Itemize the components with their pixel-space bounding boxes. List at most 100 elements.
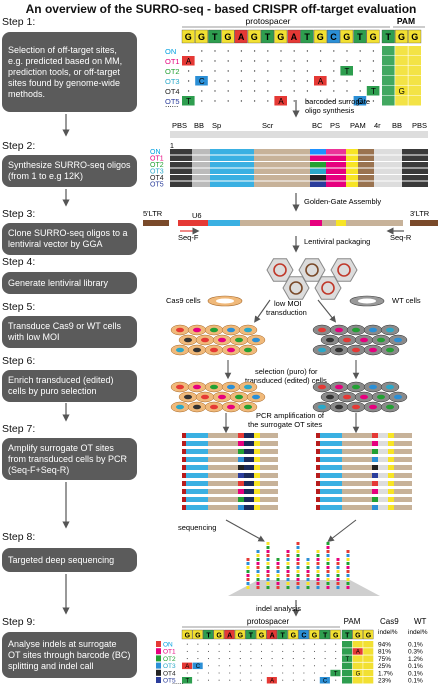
cas9-selected-nucleus [210, 384, 218, 390]
step9-base-letter: G [216, 633, 222, 640]
step1-match-dot [253, 60, 256, 62]
step2-pam [346, 149, 358, 155]
wt-amplicon-spacer [320, 481, 342, 486]
step1-pam-cell [382, 96, 395, 106]
lentivirus-genome-ring [305, 263, 319, 277]
cas9-amplicon-spacer [186, 497, 208, 502]
cas9-selected-nucleus [244, 384, 252, 390]
wt-amplicon-primer [316, 473, 320, 478]
sequencing-cluster-segment [256, 574, 260, 577]
step1-match-dot [293, 100, 295, 102]
sequencing-cluster-segment [316, 586, 320, 589]
step5-panel: Cas9 cells WT cells low MOI transduction [166, 295, 421, 356]
step1-pam-cell [408, 96, 421, 106]
step-1-label: Step 1: [2, 16, 36, 28]
cas9-transduced-nucleus [193, 327, 201, 333]
wt-amplicon-barcode [372, 465, 378, 470]
wt-cell-nucleus [358, 298, 376, 304]
cas9-amplicon-reads [182, 433, 278, 510]
sequencing-cluster-segment [296, 586, 300, 589]
step9-pam-cell [342, 648, 353, 655]
step9-match-dot [260, 658, 263, 660]
wt-amplicon-scaffold [342, 505, 372, 510]
cas9-amplicon-scaffold [208, 449, 238, 454]
wt-transduced-nucleus [386, 347, 394, 353]
wt-amplicon-target [378, 505, 388, 510]
step2-4r [358, 162, 374, 168]
sequencing-cluster-segment [336, 586, 340, 589]
step9-match-dot [207, 665, 210, 667]
step1-base-letter: G [277, 32, 284, 42]
step-6-box: Enrich transduced (edited) cells by puro… [2, 370, 137, 402]
wt-amplicon-target [378, 465, 388, 470]
step9-pam-cell [352, 662, 363, 670]
sequencing-cluster-segment [256, 562, 260, 565]
step1-match-dot [227, 50, 229, 52]
step3-vector-panel: 5'LTR 3'LTR U6 Seq-F Seq-R [143, 209, 438, 242]
step9-match-dot [313, 643, 316, 645]
wt-amplicon-scaffold [342, 465, 372, 470]
wt-amplicon-spacer [320, 497, 342, 502]
step9-match-dot [260, 643, 263, 645]
sequencing-cluster-segment [306, 558, 310, 561]
lentivirus-genome-ring [273, 263, 287, 277]
step2-bb-left [192, 181, 210, 187]
step9-cas9-subheader: indel% [378, 629, 398, 636]
step2-bb-left [192, 155, 210, 161]
step-7-text: Amplify surrogate OT sites from transduc… [8, 442, 128, 475]
step1-match-dot [267, 80, 269, 82]
step1-match-dot [293, 60, 295, 62]
wt-amplicon-primer [316, 457, 320, 462]
sequencing-cluster-segment [276, 582, 280, 585]
wt-amplicon-spacer [320, 473, 342, 478]
cas9-amplicon-pam [254, 505, 260, 510]
step2-barcode [310, 155, 326, 161]
sequencing-cluster-segment [286, 550, 290, 553]
step2-pam [346, 168, 358, 174]
step1-pam-cell [382, 76, 395, 86]
wt-amplicon-primer [316, 497, 320, 502]
step1-base-cell [261, 29, 274, 44]
wt-amplicon-barcode [372, 505, 378, 510]
sequencing-cluster-segment [316, 570, 320, 573]
sequencing-cluster-segment [346, 582, 350, 585]
step9-match-dot [218, 643, 220, 645]
sequencing-cluster-segment [296, 550, 300, 553]
step2-ps [326, 181, 346, 187]
step9-pam-cell [363, 677, 374, 684]
wt-amplicon-tail [394, 465, 412, 470]
arrow-moi-right [317, 299, 337, 323]
step9-match-dot [207, 679, 210, 681]
cas9-selected-nucleus [235, 394, 243, 400]
step1-base-cell [181, 29, 195, 44]
step7-panel: PCR amplification of the surrogate OT si… [182, 411, 412, 510]
step1-mismatch-cell [195, 76, 208, 86]
lentivirus-hexagon [314, 276, 342, 300]
step1-match-dot [333, 90, 335, 92]
step-4-text: Generate lentiviral library [8, 277, 109, 288]
step9-pam-cell [363, 662, 374, 670]
step1-match-dot [214, 90, 216, 92]
step9-pam-cell [352, 677, 363, 684]
step-1-text: Selection of off-target sites, e.g. pred… [8, 44, 123, 99]
lentivirus-genome-ring [289, 281, 303, 295]
sequencing-cluster-segment [266, 566, 270, 569]
step9-match-dot [260, 672, 263, 674]
sequencing-cluster-segment [266, 542, 270, 545]
step9-base-letter: G [238, 633, 244, 640]
cas9-amplicon-primer [182, 505, 186, 510]
step1-match-dot [267, 100, 269, 102]
step9-base-letter: G [312, 633, 318, 640]
sequencing-cluster-segment [316, 562, 320, 565]
wt-amplicon-primer [316, 449, 320, 454]
cas9-amplicon-pam [254, 497, 260, 502]
wt-amplicon-primer [316, 465, 320, 470]
cas9-transduced-nucleus [218, 337, 226, 343]
step1-match-dot [319, 100, 322, 102]
step2-pbs-right [402, 175, 428, 181]
step1-base-letter: T [357, 32, 363, 42]
cas9-selected-nucleus [193, 404, 201, 410]
step1-match-dot [267, 90, 269, 92]
